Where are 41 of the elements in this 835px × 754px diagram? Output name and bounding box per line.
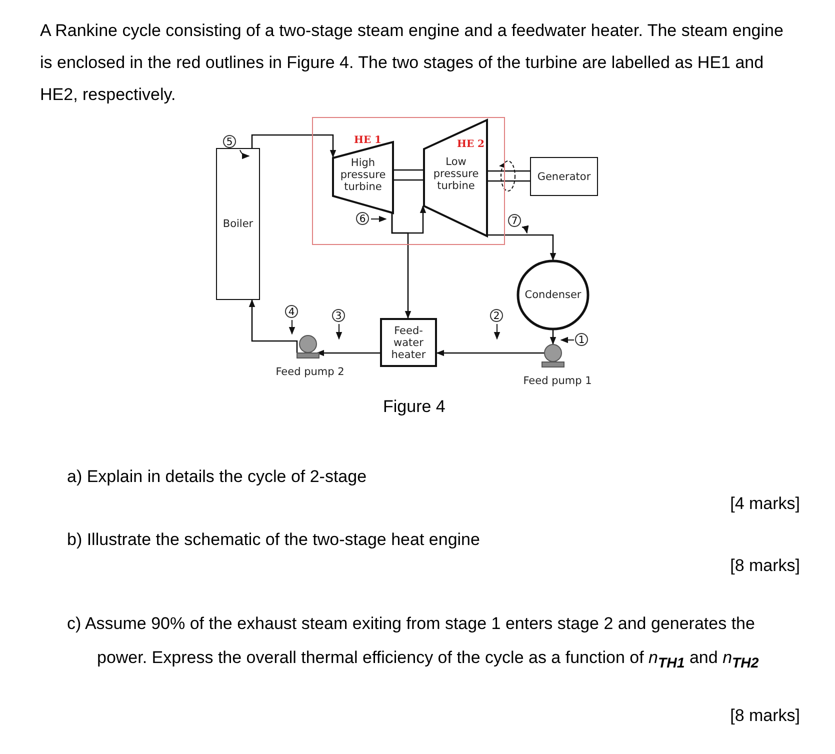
component-label: High pressure turbine: [339, 157, 387, 193]
state-point-number: 6: [356, 212, 369, 225]
state-point-number: 3: [332, 309, 345, 322]
component-label: Feed pump 1: [522, 375, 593, 387]
state-point-number: 2: [490, 309, 503, 322]
component-label: Generator: [537, 170, 591, 182]
pipe-arrow: [392, 169, 424, 181]
pipe-arrow: [251, 134, 336, 158]
pipe-arrow: [487, 234, 556, 261]
stage-label: HE 1: [354, 135, 382, 146]
question-text: a) Explain in details the cycle of 2-stage: [67, 466, 368, 488]
question-intro: A Rankine cycle consisting of a two-stage steam engine and a feedwater heater. The steam engine is enclosed in the red outlines in Figure 4. The two stages of the turbine are labelled as HE1 and HE2, respectively.: [40, 20, 784, 106]
question-text: c) Assume 90% of the exhaust steam exiting from stage 1 enters stage 2 and generates the power. Express the overall thermal efficiency of the cycle as a function of n$_{TH1}$ and n$_{TH2}$: [67, 613, 760, 674]
state-point-number: 1: [575, 333, 588, 346]
state-point-number: 4: [285, 305, 298, 318]
marks-label: [8 marks]: [729, 706, 800, 726]
pipe-arrow: [391, 212, 412, 319]
turbine-shape: [424, 118, 488, 237]
component-label: Condenser: [524, 289, 582, 301]
component-label: Low pressure turbine: [432, 156, 480, 192]
marks-label: [4 marks]: [729, 494, 800, 514]
turbine-shape: [332, 134, 394, 214]
pipe-arrow: [248, 299, 298, 353]
engine-outline: [312, 117, 505, 245]
pipe-arrow: [486, 170, 531, 182]
state-point-number: 5: [223, 135, 236, 148]
figure-caption: Figure 4: [383, 397, 446, 417]
equipment-box: [530, 157, 598, 196]
component-label: Feed pump 2: [274, 366, 346, 378]
component-label: Feed-water heater: [390, 324, 427, 360]
pipe-arrow: [436, 350, 546, 356]
condenser-drum: [517, 260, 589, 330]
marks-label: [8 marks]: [729, 556, 800, 576]
state-point-number: 7: [508, 214, 521, 227]
stage-label: HE 2: [457, 139, 485, 150]
heater-box: [380, 318, 437, 367]
pipe-arrow: [550, 330, 556, 345]
question-text: b) Illustrate the schematic of the two-stage heat engine: [67, 529, 481, 551]
component-label: Boiler: [222, 218, 254, 230]
pipe-arrow: [316, 350, 380, 356]
equipment-box: [216, 148, 260, 300]
